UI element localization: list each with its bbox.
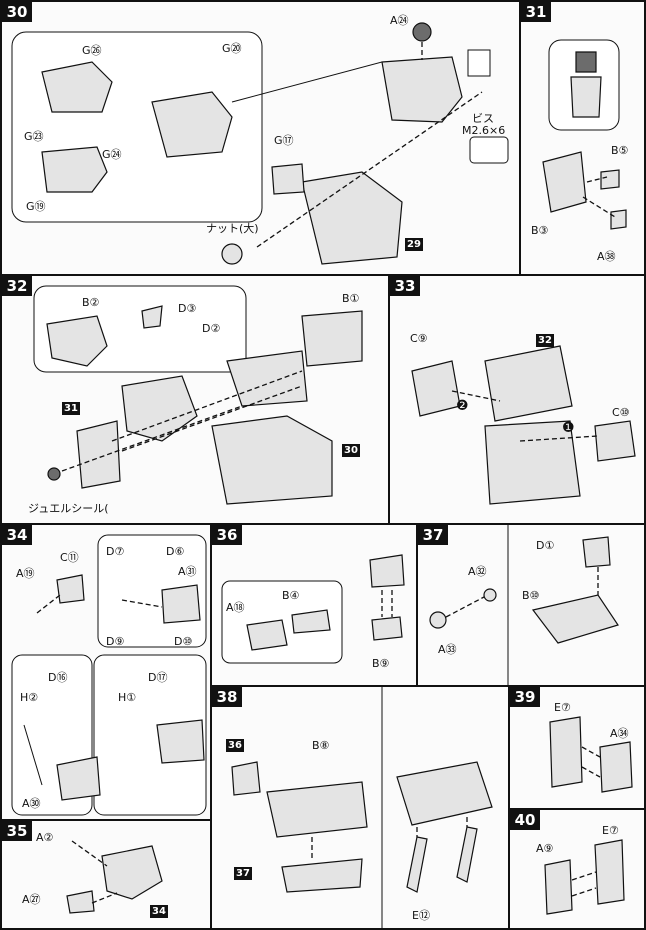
label-g26: G㉖ [82,44,102,57]
label-a33: A㉝ [438,643,457,656]
step-34-panel: 34 A⑲ C⑪ D⑦ D⑥ A㉛ D⑨ D⑩ D⑯ D⑰ H② H① A㉚ [0,523,212,821]
ref-part-29: 29 [405,238,423,251]
ref-part-37: 37 [234,867,252,880]
step-number: 35 [2,821,32,841]
label-c9: C⑨ [410,332,428,345]
step-33-panel: 33 C⑨ C⑩ 32 ❷ ❶ [388,274,646,525]
label-b8: B⑧ [312,739,330,752]
step-number: 38 [212,687,242,707]
label-b3: B③ [531,224,549,237]
label-e7: E⑦ [554,701,571,714]
step-38-illustration [231,687,493,928]
step-39-panel: 39 E⑦ A㉞ [508,685,646,810]
label-h2: H② [20,691,39,704]
step-34-illustration [11,534,207,816]
label-e12: E⑫ [412,909,430,922]
step-number: 39 [510,687,540,707]
step-number: 36 [212,525,242,545]
label-b2: B② [82,296,100,309]
step-35-panel: 35 A② A㉗ 34 [0,819,212,930]
label-a18: A⑱ [226,601,245,614]
order-2: ❷ [456,398,469,414]
label-h1: H① [118,691,137,704]
ref-part-36: 36 [226,739,244,752]
order-1: ❶ [562,420,575,436]
label-b4: B④ [282,589,300,602]
step-number: 30 [2,2,32,22]
ref-part-31: 31 [62,402,80,415]
label-b5: B⑤ [611,144,629,157]
step-number: 31 [521,2,551,22]
label-b9: B⑨ [372,657,390,670]
step-33-illustration [411,345,636,505]
label-a30: A㉚ [22,797,41,810]
step-31-panel: 31 B⑤ B③ A㊳ [519,0,646,276]
step-35-illustration [66,840,163,914]
label-b10: B⑩ [522,589,540,602]
label-g17: G⑰ [274,134,294,147]
step-number: 37 [418,525,448,545]
label-a34: A㉞ [610,727,629,740]
label-a24: A㉔ [390,14,409,27]
label-d2: D② [202,322,221,335]
step-40-panel: 40 E⑦ A⑨ [508,808,646,930]
ref-part-30: 30 [342,444,360,457]
label-d1: D① [536,539,555,552]
step-36-illustration [221,554,405,664]
screw-label: ビス [472,112,494,125]
label-g20: G⑳ [222,42,242,55]
label-g23: G㉓ [24,130,44,143]
jewel-sticker-label: ジュエルシール( [28,502,109,515]
label-a19: A⑲ [16,567,35,580]
screw-size: M2.6×6 [462,124,506,137]
step-number: 33 [390,276,420,296]
step-number: 40 [510,810,540,830]
step-38-panel: 38 B⑧ E⑫ 36 37 [210,685,510,930]
step-32-illustration [33,285,363,505]
step-37-panel: 37 A㉜ A㉝ D① B⑩ [416,523,646,687]
label-g19: G⑲ [26,200,46,213]
label-a38: A㊳ [597,250,616,263]
label-c10: C⑩ [612,406,630,419]
label-g24: G㉔ [102,148,122,161]
step-number: 34 [2,525,32,545]
label-d16: D⑯ [48,671,68,684]
label-d7: D⑦ [106,545,125,558]
label-d9: D⑨ [106,635,125,648]
label-a31: A㉛ [178,565,197,578]
step-30-panel: 30 A㉔ G㉖ G⑳ G㉓ G㉔ G⑲ G⑰ ビス M2.6×6 ナット(大)… [0,0,521,276]
label-d10: D⑩ [174,635,193,648]
label-d17: D⑰ [148,671,168,684]
step-32-panel: 32 B② D③ D② B① 31 30 ジュエルシール( [0,274,390,525]
step-37-illustration [429,525,619,685]
label-d6: D⑥ [166,545,185,558]
step-40-illustration [544,839,625,915]
step-36-panel: 36 A⑱ B④ B⑨ [210,523,418,687]
ref-part-34: 34 [150,905,168,918]
step-31-illustration [542,39,627,230]
label-a27: A㉗ [22,893,41,906]
label-b1: B① [342,292,360,305]
label-e7: E⑦ [602,824,619,837]
step-30-illustration [11,22,509,265]
ref-part-32: 32 [536,334,554,347]
label-c11: C⑪ [60,551,79,564]
label-a32: A㉜ [468,565,487,578]
step-number: 32 [2,276,32,296]
step-39-illustration [549,716,633,793]
label-a2: A② [36,831,54,844]
label-d3: D③ [178,302,197,315]
nut-label: ナット(大) [206,222,259,235]
label-a9: A⑨ [536,842,554,855]
